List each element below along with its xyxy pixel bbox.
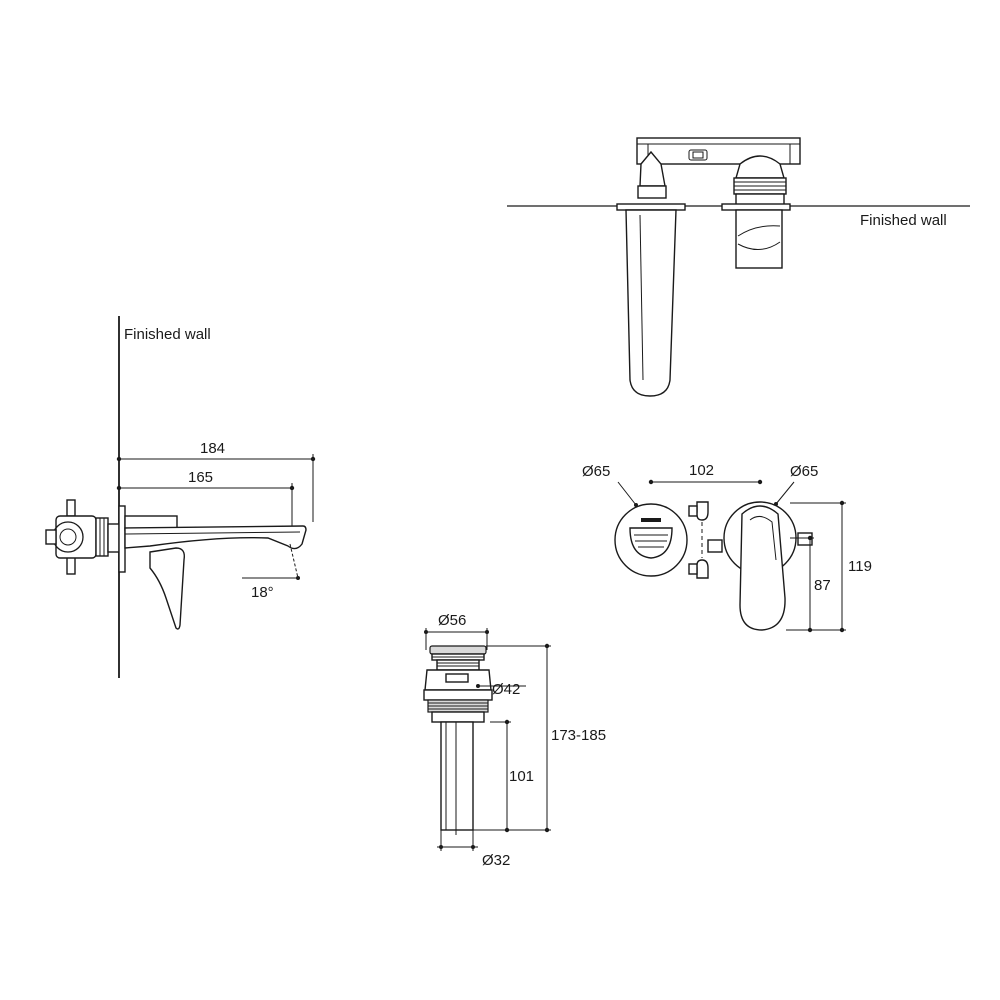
waste-head [423, 645, 493, 723]
dia-56-label: Ø56 [438, 612, 466, 629]
top-spout [616, 203, 686, 397]
top-finished-wall-label: Finished wall [860, 212, 947, 229]
dia-right-65: Ø65 [774, 463, 818, 506]
angle-18: 18° [242, 543, 300, 601]
dim-173-185: 173-185 [473, 643, 606, 833]
front-handle [723, 501, 797, 631]
side-concealed-valve [45, 499, 120, 575]
dia-42-label: Ø42 [492, 681, 520, 698]
side-handle [124, 515, 186, 630]
top-view: Finished wall [507, 137, 970, 397]
angle-18-label: 18° [251, 584, 274, 601]
side-escutcheon [118, 505, 126, 573]
dim-101: 101 [490, 719, 534, 833]
top-handle [721, 203, 791, 269]
dia-right-65-label: Ø65 [790, 463, 818, 480]
dim-119: 119 [786, 500, 872, 633]
dim-173-185-label: 173-185 [551, 727, 606, 744]
dim-184: 184 [116, 440, 316, 522]
front-mounting-lugs [688, 501, 813, 579]
top-concealed-body [636, 137, 801, 207]
side-spout-edge [124, 531, 301, 535]
dia-32: Ø32 [437, 830, 510, 869]
dim-165-label: 165 [188, 469, 213, 486]
dia-56: Ø56 [424, 612, 489, 650]
front-spout-plate [614, 503, 688, 577]
front-view: 102 Ø65 Ø65 [582, 462, 872, 633]
dia-32-label: Ø32 [482, 852, 510, 869]
dim-184-label: 184 [200, 440, 225, 457]
dim-102-label: 102 [689, 462, 714, 479]
dim-119-label: 119 [848, 558, 872, 575]
side-spout [124, 525, 307, 550]
waste-tailpiece [440, 721, 474, 835]
dia-42: Ø42 [476, 681, 526, 698]
waste-view: Ø56 Ø42 [423, 612, 606, 869]
dim-102: 102 [648, 462, 763, 485]
side-view: Finished wall 184 165 [45, 316, 316, 678]
side-finished-wall-label: Finished wall [124, 326, 211, 343]
dim-87-label: 87 [814, 577, 831, 594]
dim-87: 87 [790, 535, 831, 633]
dim-101-label: 101 [509, 768, 534, 785]
dia-left-65-label: Ø65 [582, 463, 610, 480]
dia-left-65: Ø65 [582, 463, 638, 507]
